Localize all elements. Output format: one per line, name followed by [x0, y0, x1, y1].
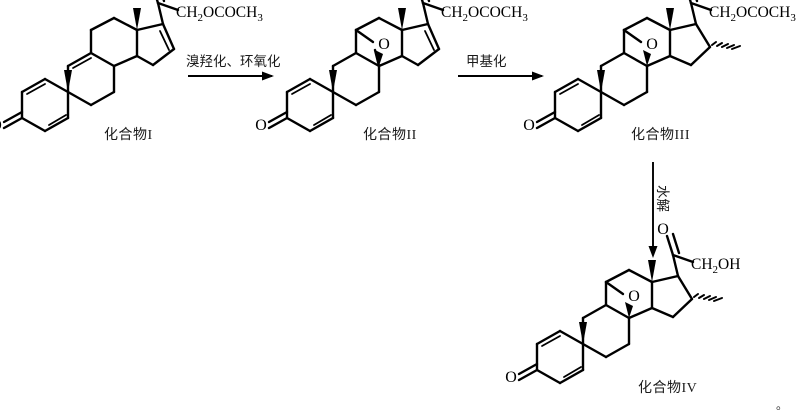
arrow-1-line	[188, 71, 274, 81]
c9-wedge-III	[643, 50, 651, 66]
c16-alpha-methyl-III	[711, 41, 741, 50]
formula-tail-IV: OH	[718, 256, 741, 273]
formula-sub1-II: 2	[462, 12, 469, 25]
arrow-3-line	[648, 162, 658, 258]
compound-label-III: 化合物III	[631, 128, 690, 143]
arrow-2-line	[458, 71, 544, 81]
c9-wedge-II	[375, 50, 383, 66]
c13-methyl-IV	[648, 260, 656, 282]
ketone-oxygen-II: O	[255, 117, 267, 134]
reaction-label-3: 水解	[655, 185, 670, 212]
epoxide-oxygen-IV: O	[628, 288, 640, 305]
c10-methyl-II	[329, 70, 337, 92]
compound-label-I: 化合物I	[104, 128, 153, 143]
ketone-oxygen-III: O	[523, 117, 535, 134]
trailing-period: 。	[776, 398, 789, 412]
formula-sub2-III: 3	[790, 12, 796, 25]
sidechain-formula-I: CH2OCOCH3	[176, 4, 263, 24]
formula-tail-I: OCOCH	[203, 4, 258, 21]
compound-II-group: O O O	[255, 0, 445, 134]
formula-sub1-IV: 2	[712, 264, 719, 277]
compound-IV-group: O O O	[505, 221, 723, 386]
sidechain-formula-IV: CH2OH	[691, 256, 740, 276]
formula-head-III: CH	[709, 4, 731, 21]
c10-methyl-IV	[579, 322, 587, 344]
formula-sub1-I: 2	[197, 12, 204, 25]
c16-alpha-methyl-IV	[693, 293, 723, 302]
sidechain-oxygen-IV: O	[657, 221, 669, 238]
epoxide-oxygen-III: O	[646, 36, 658, 53]
formula-tail-III: OCOCH	[736, 4, 791, 21]
sidechain-formula-II: CH2OCOCH3	[441, 4, 528, 24]
formula-head-II: CH	[441, 4, 463, 21]
reaction-label-2: 甲基化	[466, 54, 507, 69]
formula-head-I: CH	[176, 4, 198, 21]
sidechain-formula-III: CH2OCOCH3	[709, 4, 796, 24]
c9-wedge-IV	[625, 302, 633, 318]
c10-methyl-III	[597, 70, 605, 92]
c13-methyl-II	[398, 8, 406, 30]
compound-label-IV: 化合物IV	[638, 381, 698, 396]
c13-methyl-I	[133, 8, 141, 30]
formula-tail-II: OCOCH	[468, 4, 523, 21]
compound-label-II: 化合物II	[363, 128, 417, 143]
formula-sub1-III: 2	[730, 12, 737, 25]
formula-head-IV: CH	[691, 256, 713, 273]
compound-I-group: O O	[0, 0, 180, 134]
compound-III-group: O O O	[523, 0, 741, 134]
formula-sub2-I: 3	[257, 12, 263, 25]
epoxide-oxygen-II: O	[378, 36, 390, 53]
formula-sub2-II: 3	[522, 12, 528, 25]
reaction-label-1: 溴羟化、环氧化	[186, 54, 281, 69]
c13-methyl-III	[666, 8, 674, 30]
ketone-oxygen-I: O	[0, 117, 2, 134]
ketone-oxygen-IV: O	[505, 369, 517, 386]
c10-methyl-I	[64, 70, 72, 92]
